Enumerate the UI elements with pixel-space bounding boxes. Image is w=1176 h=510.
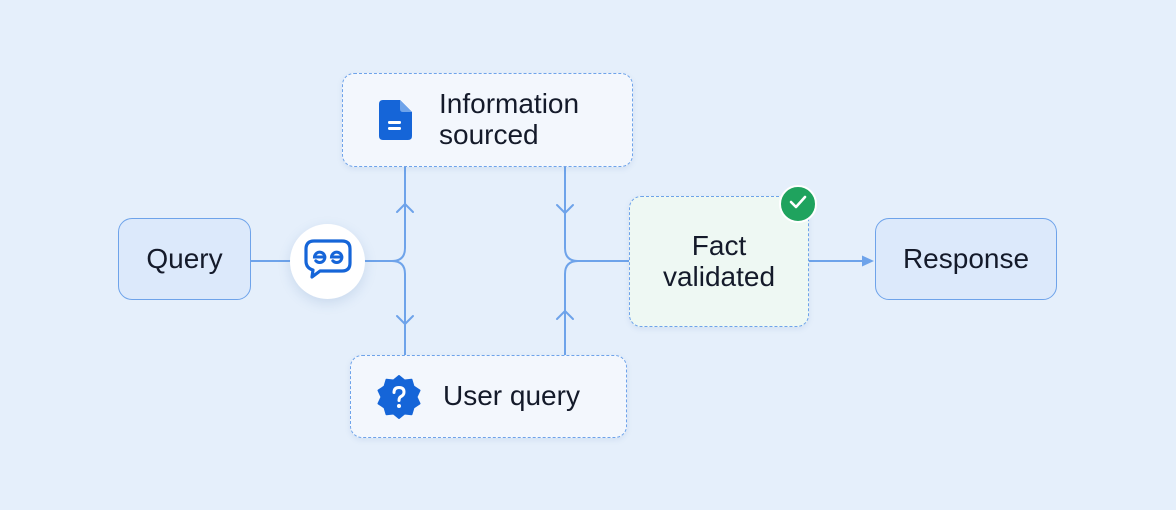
arrow-up-right [556,310,574,320]
arrow-down-left [396,315,414,325]
chat-bubble-logo-icon [303,239,352,284]
response-node: Response [875,218,1057,300]
arrow-down-right [556,204,574,214]
edge-userquery-merge [564,260,579,356]
user-query-label: User query [443,380,580,412]
arrow-up-left [396,203,414,213]
query-label: Query [146,242,223,274]
response-label: Response [902,242,1030,274]
query-node: Query [118,218,251,300]
edge-hub-information [364,166,406,262]
edge-hub-userquery [364,260,406,356]
question-badge-icon [377,374,421,419]
information-sourced-label: Information sourced [439,88,580,150]
fact-validated-label: Fact validated [662,229,776,292]
user-query-node: User query [350,355,627,438]
edge-information-merge [564,166,630,262]
document-icon [373,98,417,142]
hub-logo [290,224,365,299]
information-sourced-node: Information sourced [342,73,633,167]
arrow-head-response [862,255,874,267]
validated-badge [779,185,817,223]
fact-validated-node: Fact validated [629,196,809,327]
check-icon [789,195,807,214]
